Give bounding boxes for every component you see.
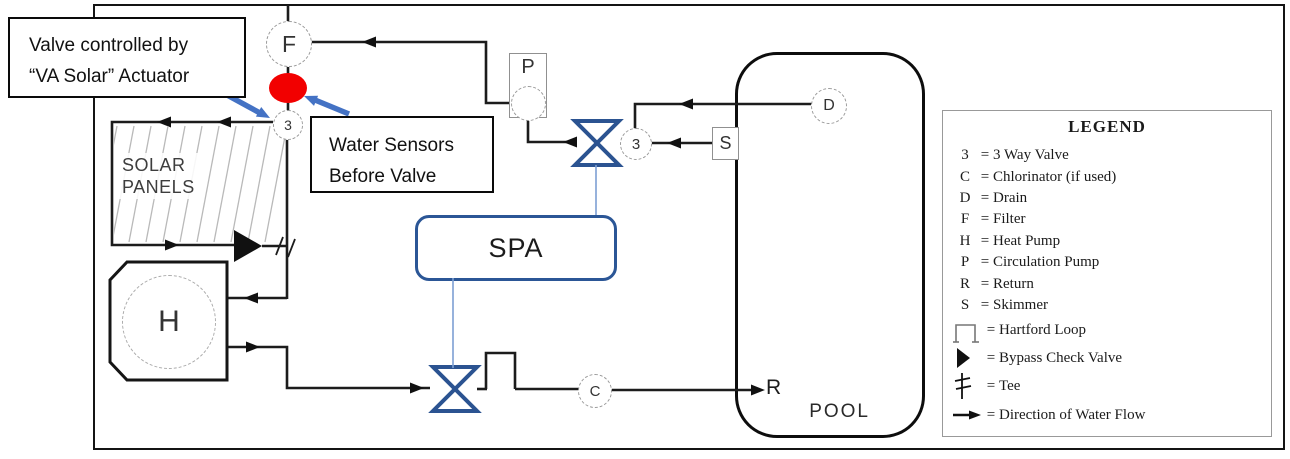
legend-desc: Bypass Check Valve — [999, 349, 1123, 366]
legend-row-bypass-check-valve: = Bypass Check Valve — [943, 344, 1271, 372]
legend-row-drain: D = Drain — [943, 188, 1271, 209]
spa-label: SPA — [488, 232, 544, 263]
water-sensor-note-line1: Water Sensors — [329, 135, 454, 156]
pool-shape: POOL — [735, 52, 925, 438]
legend-equals: = — [986, 377, 996, 394]
legend-equals: = — [980, 296, 990, 313]
filter-label: F — [281, 30, 297, 57]
legend-row-skimmer: S = Skimmer — [943, 295, 1271, 316]
legend-desc: Chlorinator (if used) — [993, 168, 1117, 185]
valve-actuator-note-line1: Valve controlled by — [29, 35, 189, 56]
legend-equals: = — [980, 232, 990, 249]
legend-title: LEGEND — [1068, 117, 1146, 136]
filter-node: F — [266, 21, 312, 67]
legend-row-chlorinator: C = Chlorinator (if used) — [943, 166, 1271, 187]
pump-circle — [511, 86, 546, 121]
legend-equals: = — [986, 406, 996, 423]
legend-desc: Return — [993, 275, 1034, 292]
legend-desc: Heat Pump — [993, 232, 1061, 249]
chlorinator-label: C — [589, 382, 601, 400]
heat-pump-label: H — [158, 305, 180, 338]
three-way-valve-top-label: 3 — [284, 117, 292, 133]
legend-equals: = — [986, 349, 996, 366]
diagram-border — [93, 4, 1285, 450]
legend-row-flow-direction: = Direction of Water Flow — [943, 400, 1271, 430]
solar-panels-label: SOLAR PANELS — [119, 153, 198, 199]
legend-symbol: H — [959, 232, 971, 249]
water-sensor-note-line2: Before Valve — [329, 166, 437, 187]
pump-label: P — [521, 56, 535, 78]
flow-arrow-icon — [953, 408, 983, 422]
legend-symbol: F — [960, 211, 970, 228]
legend-desc: Direction of Water Flow — [999, 406, 1146, 423]
valve-actuator-note: Valve controlled by “VA Solar” Actuator — [8, 17, 246, 98]
legend-equals: = — [980, 254, 990, 271]
solar-panels-line1: SOLAR — [122, 155, 186, 175]
legend-desc: 3 Way Valve — [993, 147, 1069, 164]
legend-equals: = — [980, 189, 990, 206]
legend-equals: = — [986, 321, 996, 338]
spa-shape: SPA — [415, 215, 617, 281]
hartford-loop-icon — [953, 317, 983, 343]
legend-equals: = — [980, 168, 990, 185]
legend-row-hartford-loop: = Hartford Loop — [943, 316, 1271, 344]
legend-desc: Hartford Loop — [999, 321, 1087, 338]
legend-row-tee: = Tee — [943, 372, 1271, 400]
chlorinator-node: C — [578, 374, 612, 408]
skimmer-label: S — [719, 133, 732, 153]
drain-label: D — [823, 97, 835, 114]
legend-symbol: P — [960, 254, 970, 271]
drain-node: D — [811, 88, 847, 124]
water-sensor-note: Water Sensors Before Valve — [310, 116, 494, 193]
legend-symbol: C — [959, 168, 970, 185]
tee-icon — [953, 371, 983, 401]
pool-label: POOL — [809, 401, 870, 422]
legend-symbol: S — [960, 296, 970, 313]
legend-desc: Tee — [999, 377, 1021, 394]
legend-row-pump: P = Circulation Pump — [943, 252, 1271, 273]
bypass-check-valve-icon — [953, 346, 983, 370]
legend-desc: Skimmer — [993, 296, 1048, 313]
legend-equals: = — [980, 211, 990, 228]
heat-pump-node: H — [122, 275, 216, 369]
return-label: R — [766, 376, 782, 399]
legend-symbol: 3 — [961, 147, 969, 164]
legend-desc: Circulation Pump — [993, 254, 1100, 271]
legend-desc: Filter — [993, 211, 1026, 228]
legend-row-return: R = Return — [943, 273, 1271, 294]
legend-row-3way: 3 = 3 Way Valve — [943, 145, 1271, 166]
three-way-valve-right-label: 3 — [631, 135, 641, 153]
solar-panels-line2: PANELS — [122, 177, 195, 197]
legend-row-filter: F = Filter — [943, 209, 1271, 230]
legend-row-heat-pump: H = Heat Pump — [943, 231, 1271, 252]
valve-actuator-note-line2: “VA Solar” Actuator — [29, 66, 190, 87]
legend-equals: = — [980, 147, 990, 164]
legend-symbol: D — [959, 189, 971, 206]
three-way-valve-top-node: 3 — [273, 110, 303, 140]
legend-desc: Drain — [993, 189, 1028, 206]
legend: LEGEND 3 = 3 Way Valve C = Chlorinator (… — [942, 110, 1272, 437]
skimmer-box: S — [712, 127, 739, 160]
legend-symbol: R — [959, 275, 970, 292]
three-way-valve-right-node: 3 — [620, 128, 652, 160]
legend-equals: = — [980, 275, 990, 292]
